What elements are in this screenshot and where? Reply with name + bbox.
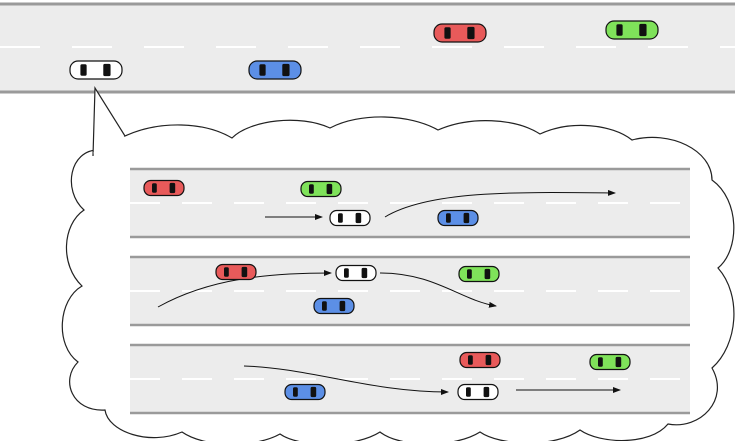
scenario-2-car-green (458, 265, 500, 283)
scenario-1-car-red-body (143, 179, 185, 197)
cars-layer (69, 20, 659, 401)
scenario-3-car-white-rear-window (466, 387, 471, 397)
top-road-car-white-rear-window (80, 64, 87, 76)
thought-bubble-tail (92, 86, 126, 157)
scenario-3-car-red-windshield (485, 354, 492, 366)
scenario-1-car-white-windshield (355, 212, 362, 224)
scenario-1-car-blue (437, 209, 479, 227)
scenario-1-car-red-windshield (169, 182, 176, 194)
scenario-1-car-green-body (300, 180, 342, 198)
scenario-3-car-red-rear-window (468, 355, 473, 365)
scenario-3-car-white-body (457, 383, 499, 401)
scenario-3-car-green-windshield (615, 356, 622, 368)
scenario-3-car-blue-rear-window (293, 387, 298, 397)
scenario-2-car-white (335, 264, 377, 282)
scenario-2-car-red-windshield (241, 266, 248, 278)
scenario-1-car-white-rear-window (338, 213, 343, 223)
scenario-1-car-red-rear-window (152, 183, 157, 193)
top-road-car-blue (248, 60, 302, 80)
scenario-1-trajectory-ahead (384, 189, 616, 218)
scenario-3-car-blue (284, 383, 326, 401)
scenario-1-road (130, 167, 690, 239)
scenario-2-car-blue-windshield (339, 300, 346, 312)
top-road-car-green (605, 20, 659, 40)
scenario-2-car-blue-rear-window (322, 301, 327, 311)
scenario-3-car-green-rear-window (598, 357, 603, 367)
top-road-car-green-body (605, 20, 659, 40)
thought-bubble-tail-join (93, 135, 125, 156)
scenario-3-car-green (589, 353, 631, 371)
top-road-car-white-body (69, 60, 123, 80)
scenario-2-car-white-rear-window (344, 268, 349, 278)
scenario-3-car-green-body (589, 353, 631, 371)
top-road-car-red-body (433, 23, 487, 43)
top-road (0, 2, 735, 94)
scenario-3-car-white (457, 383, 499, 401)
scenario-3-car-blue-windshield (310, 386, 317, 398)
scenario-2-car-green-rear-window (467, 269, 472, 279)
scenario-1-car-green-rear-window (309, 184, 314, 194)
scenario-2-trajectory-ahead (379, 272, 497, 308)
scenario-1-car-blue-rear-window (446, 213, 451, 223)
scenario-2-car-red-body (215, 263, 257, 281)
scenario-1-car-blue-body (437, 209, 479, 227)
scenario-1-car-red (143, 179, 185, 197)
top-road-car-red-windshield (467, 26, 475, 40)
scenario-1-car-white (329, 209, 371, 227)
scenario-2-car-white-body (335, 264, 377, 282)
scenario-3-car-white-windshield (483, 386, 490, 398)
top-road-car-red (433, 23, 487, 43)
scenario-2-car-red (215, 263, 257, 281)
top-road-car-green-rear-window (616, 24, 623, 36)
scenario-1-car-green-windshield (326, 183, 333, 195)
top-road-car-blue-windshield (282, 63, 290, 77)
scenario-2-car-white-windshield (361, 267, 368, 279)
scenario-3-car-red (459, 351, 501, 369)
scenario-2-road (130, 255, 690, 327)
scenario-2-car-green-windshield (484, 268, 491, 280)
scenario-3-car-blue-body (284, 383, 326, 401)
top-road-car-green-windshield (639, 23, 647, 37)
top-road-car-red-rear-window (444, 27, 451, 39)
scenario-3-car-red-body (459, 351, 501, 369)
top-road-car-white (69, 60, 123, 80)
scenario-2-car-green-body (458, 265, 500, 283)
scenario-1-car-blue-windshield (463, 212, 470, 224)
scenario-2-car-red-rear-window (224, 267, 229, 277)
scenario-3-trajectory-behind (243, 365, 449, 395)
scenario-2-car-blue-body (313, 297, 355, 315)
top-road-car-blue-body (248, 60, 302, 80)
top-road-car-blue-rear-window (259, 64, 266, 76)
scenario-2-car-blue (313, 297, 355, 315)
scenario-1-car-green (300, 180, 342, 198)
top-road-car-white-windshield (103, 63, 111, 77)
scenario-1-car-white-body (329, 209, 371, 227)
